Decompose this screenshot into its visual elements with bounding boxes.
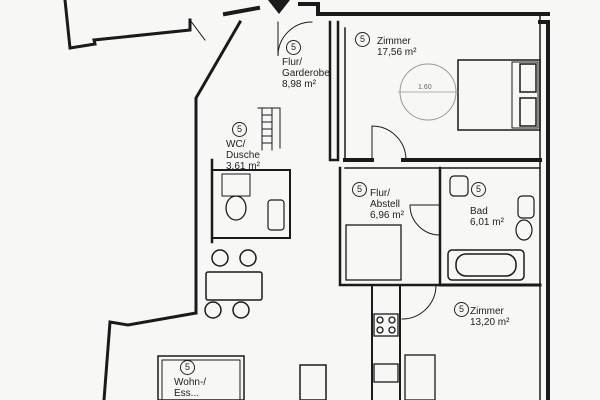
bad-toilet [515,219,533,241]
room-label-zimmer-2: Zimmer 13,20 m² [470,306,510,328]
room-badge: 5 [352,182,367,197]
balcony-outline [63,0,192,50]
bad-sink-1 [449,175,469,197]
dining-set [204,249,263,319]
wc-sink [267,199,285,231]
outer-wall-left [194,19,243,315]
wall-abstell [338,166,442,287]
abstell-shelf [345,224,402,281]
door-swing-zimmer [371,125,407,161]
bed-dimension: 1.60 [418,84,432,91]
room-badge: 5 [454,302,469,317]
bathtub [447,249,525,281]
room-badge: 5 [286,40,301,55]
entrance-arrow [268,0,290,14]
wall-flur-zimmer [328,20,340,162]
room-label-flur-abstell: Flur/ Abstell 6,96 m² [370,188,404,221]
door-swing-zimmer2 [401,284,437,320]
wc-toilet [225,195,247,221]
sofa [157,355,245,400]
zimmer2-wardrobe [404,354,436,400]
room-badge: 5 [180,360,195,375]
outer-wall-right [538,20,550,400]
kitchen-counter [373,313,399,383]
bed [457,59,541,131]
room-label-zimmer-1: Zimmer 17,56 m² [377,36,417,58]
room-badge: 5 [471,182,486,197]
room-badge: 5 [355,32,370,47]
room-label-wohn-essen: Wohn-/ Ess... [174,377,207,399]
wardrobe-hatch [261,107,273,151]
wall-wc [211,169,291,239]
wc-shower-tray [221,173,251,197]
kitchen-island [299,364,327,400]
room-label-flur-garderobe: Flur/ Garderobe 8,98 m² [282,57,330,90]
room-badge: 5 [232,122,247,137]
room-label-bad: Bad 6,01 m² [470,206,504,228]
room-label-wc-dusche: WC/ Dusche 3,61 m² [226,139,260,172]
door-swing-entry [277,21,313,57]
door-swing-abstell [409,204,441,236]
bad-sink-2 [517,195,535,219]
